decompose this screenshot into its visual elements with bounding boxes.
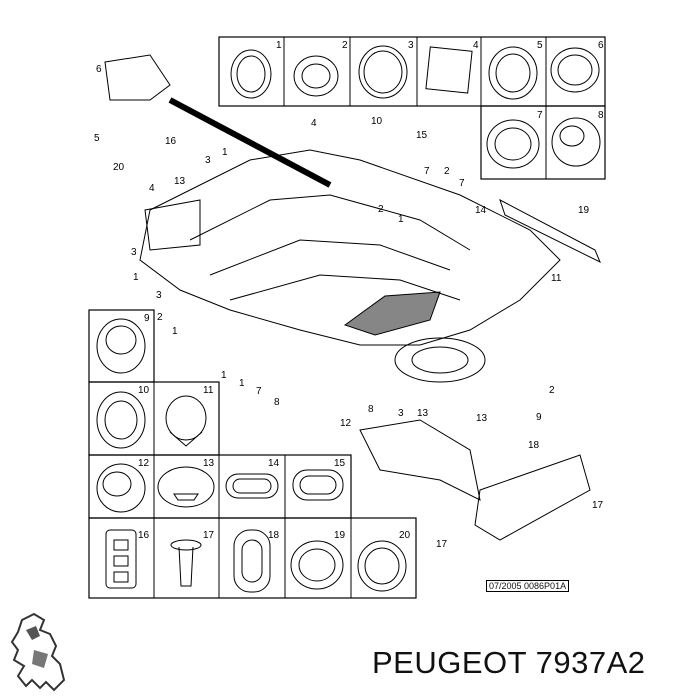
callout-13c: 13 (476, 413, 488, 424)
part-2-plug-icon (293, 55, 339, 97)
callout-7a: 7 (424, 166, 430, 177)
callout-7c: 7 (256, 386, 262, 397)
callout-3a: 3 (205, 155, 211, 166)
cell-14-label: 14 (268, 458, 280, 469)
cell-13-label: 13 (203, 458, 215, 469)
callout-5: 5 (94, 133, 100, 144)
callout-2b: 2 (378, 204, 384, 215)
callout-13b: 13 (417, 408, 429, 419)
callout-2a: 2 (444, 166, 450, 177)
callout-9: 9 (536, 412, 542, 423)
parts-grid-left-labels: 9 10 11 12 13 14 15 16 17 18 19 20 (138, 313, 411, 541)
callout-3b: 3 (131, 247, 137, 258)
callout-17a: 17 (592, 500, 604, 511)
cell-15-label: 15 (334, 458, 346, 469)
cell-20-label: 20 (399, 530, 411, 541)
callout-3d: 3 (398, 408, 404, 419)
callout-11: 11 (551, 273, 562, 284)
cell-17-label: 17 (203, 530, 215, 541)
part-3-ring-icon (358, 45, 408, 99)
parts-diagram: 1 2 3 4 5 6 7 8 9 10 11 (88, 36, 606, 599)
cell-12-label: 12 (138, 458, 150, 469)
callout-1c: 1 (133, 272, 139, 283)
peugeot-lion-icon (10, 612, 66, 692)
cell-2-label: 2 (342, 40, 348, 51)
part-4-pad-icon (425, 46, 473, 94)
cell-19-label: 19 (334, 530, 346, 541)
cell-18-label: 18 (268, 530, 280, 541)
callout-13a: 13 (174, 176, 186, 187)
callout-8b: 8 (368, 404, 374, 415)
callout-3c: 3 (156, 290, 162, 301)
cell-3-label: 3 (408, 40, 414, 51)
part-6-oval-plug-icon (550, 47, 600, 93)
cell-5-label: 5 (537, 40, 543, 51)
callout-10: 10 (371, 116, 383, 127)
callout-6: 6 (96, 64, 102, 75)
callout-14: 14 (475, 205, 487, 216)
callout-12: 12 (340, 418, 352, 429)
callout-16: 16 (165, 136, 177, 147)
drawing-code-box: 07/2005 0086P01A (486, 580, 570, 592)
cell-7-label: 7 (537, 110, 543, 121)
part-1-grommet-icon (230, 49, 272, 99)
callout-1b: 1 (398, 214, 404, 225)
part-7-oval-grommet-icon (486, 119, 540, 169)
parts-grid-top-labels: 1 2 3 4 5 6 7 8 (276, 40, 604, 121)
callout-1a: 1 (222, 147, 228, 158)
callout-15: 15 (416, 130, 428, 141)
callout-4b: 4 (149, 183, 155, 194)
callout-8a: 8 (274, 397, 280, 408)
callout-1e: 1 (221, 370, 227, 381)
floor-pan-drawing (104, 54, 601, 541)
callout-18: 18 (528, 440, 540, 451)
cell-10-label: 10 (138, 385, 150, 396)
cell-16-label: 16 (138, 530, 150, 541)
cell-1-label: 1 (276, 40, 282, 51)
callout-20: 20 (113, 162, 125, 173)
parts-grid-left (88, 309, 417, 599)
callout-4a: 4 (311, 118, 317, 129)
brand-part-number: PEUGEOT 7937A2 (372, 645, 646, 680)
callout-19: 19 (578, 205, 590, 216)
cell-11-label: 11 (203, 385, 214, 396)
part-5-grommet-icon (488, 46, 538, 100)
cell-4-label: 4 (473, 40, 479, 51)
callout-2d: 2 (549, 385, 555, 396)
callout-labels: 6 5 20 4 10 15 16 3 1 13 4 7 2 7 2 1 14 … (94, 64, 604, 550)
parts-grid-top (218, 36, 606, 180)
callout-7b: 7 (459, 178, 465, 189)
cell-6-label: 6 (598, 40, 604, 51)
callout-1d: 1 (172, 326, 178, 337)
callout-17b: 17 (436, 539, 448, 550)
part-8-plug-icon (551, 117, 601, 167)
cell-8-label: 8 (598, 110, 604, 121)
callout-1f: 1 (239, 378, 245, 389)
cell-9-label: 9 (144, 313, 150, 324)
callout-2c: 2 (157, 312, 163, 323)
